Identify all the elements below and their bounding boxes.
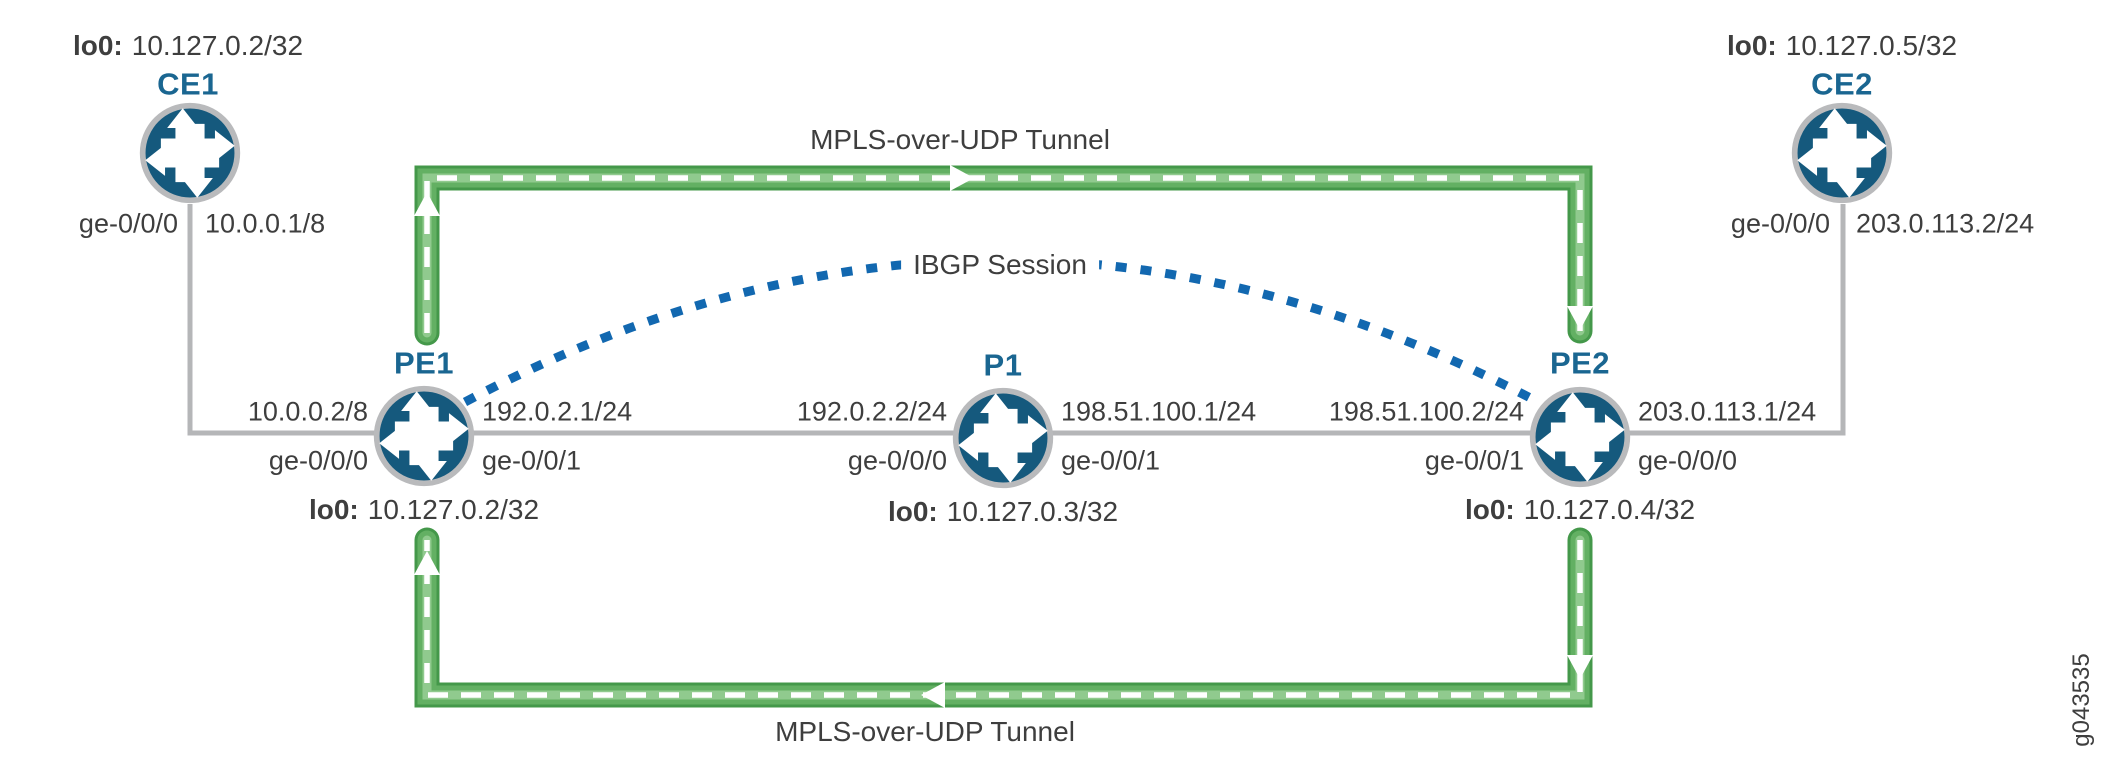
pe1-loopback-label: lo0:10.127.0.2/32 <box>308 494 540 525</box>
tunnel-top-label: MPLS-over-UDP Tunnel <box>810 124 1110 155</box>
pe2-right-address-label: 203.0.113.1/24 <box>1638 396 1817 427</box>
pe2-name: PE2 <box>1549 345 1611 381</box>
router-icon-pe1 <box>377 389 472 484</box>
ce1-interface-label: ge-0/0/0 <box>78 208 178 239</box>
pe1-name: PE1 <box>393 345 455 381</box>
tunnel-bottom-pipe <box>414 527 1593 708</box>
ce2-address-label: 203.0.113.2/24 <box>1856 208 2035 239</box>
pe1-right-interface-label: ge-0/0/1 <box>482 445 582 476</box>
tunnel-top-up-arrow <box>414 192 440 216</box>
ce1-address-label: 10.0.0.1/8 <box>205 208 326 239</box>
p1-right-interface-label: ge-0/0/1 <box>1061 445 1161 476</box>
router-icon-ce2 <box>1795 106 1890 201</box>
router-icon-p1 <box>956 391 1051 486</box>
tunnel-top-down-arrow <box>1567 306 1593 330</box>
tunnel-top-right-arrow <box>950 165 974 191</box>
figure-id: g043535 <box>2068 653 2095 747</box>
pe2-left-address-label: 198.51.100.2/24 <box>1328 396 1524 427</box>
tunnel-bottom-up-arrow <box>414 551 440 575</box>
p1-left-interface-label: ge-0/0/0 <box>847 445 947 476</box>
pe2-left-interface-label: ge-0/0/1 <box>1424 445 1524 476</box>
pe1-right-address-label: 192.0.2.1/24 <box>482 396 633 427</box>
ce2-interface-label: ge-0/0/0 <box>1730 208 1830 239</box>
tunnel-bottom-down-arrow <box>1567 655 1593 679</box>
pe1-left-address-label: 10.0.0.2/8 <box>247 396 368 427</box>
ce1-loopback-label: lo0:10.127.0.2/32 <box>72 30 304 61</box>
ibgp-session-label: IBGP Session <box>901 249 1099 281</box>
pe2-right-interface-label: ge-0/0/0 <box>1638 445 1738 476</box>
p1-left-address-label: 192.0.2.2/24 <box>796 396 947 427</box>
pe1-left-interface-label: ge-0/0/0 <box>268 445 368 476</box>
p1-name: P1 <box>983 347 1023 383</box>
ce2-loopback-label: lo0:10.127.0.5/32 <box>1726 30 1958 61</box>
router-icon-pe2 <box>1533 390 1628 485</box>
p1-loopback-label: lo0:10.127.0.3/32 <box>887 496 1119 527</box>
tunnel-bottom-left-arrow <box>921 682 945 708</box>
ce1-name: CE1 <box>157 66 219 102</box>
p1-right-address-label: 198.51.100.1/24 <box>1061 396 1257 427</box>
pe2-loopback-label: lo0:10.127.0.4/32 <box>1464 494 1696 525</box>
tunnel-bottom-label: MPLS-over-UDP Tunnel <box>775 716 1075 747</box>
router-icon-ce1 <box>143 106 238 201</box>
tunnel-top-pipe <box>414 165 1593 346</box>
ce2-name: CE2 <box>1811 66 1873 102</box>
